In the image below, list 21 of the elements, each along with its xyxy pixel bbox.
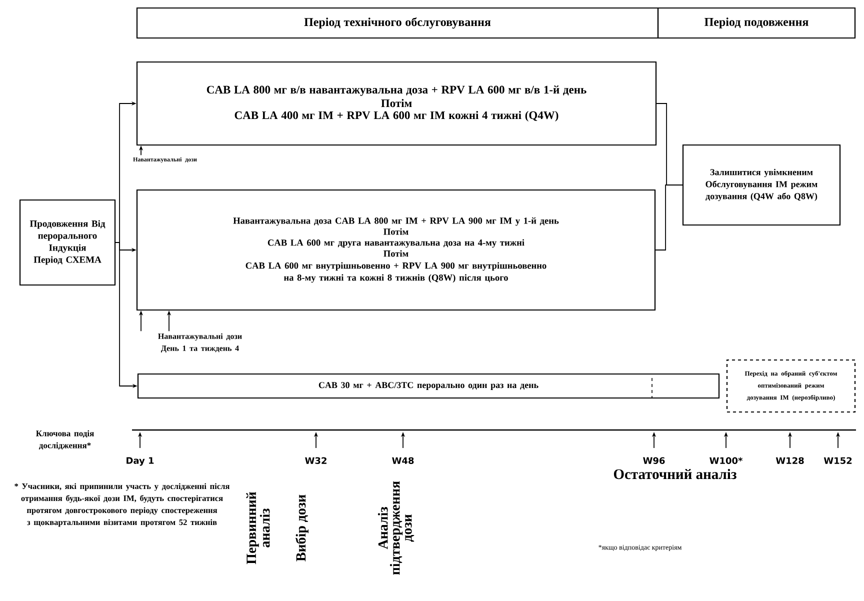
process-box: Продовження Від перорального Індукція Період СХЕМА (19, 199, 116, 286)
note-text: Ключова подія дослідження* (36, 430, 94, 450)
annotation-text: Навантажувальні дози День 1 та тиждень 4 (158, 333, 242, 353)
timepoint-label: W152 (824, 457, 852, 464)
timepoint-label: W96 (643, 457, 665, 464)
milestone-label: Аналіз підтвердження дози (378, 481, 414, 575)
process-box: Навантажувальна доза CAB LA 800 мг IM + RPV LA 900 мг IM у 1-й день Потім CAB LA 600 мг друга навантажувальна доза на 4-му тижні Потім CAB LA 600 мг внутрішньовенно + RPV LA 900 мг внутрішньовенно на 8-му тижні та кожні 8 тижнів (Q8W) після цього (136, 189, 656, 311)
timepoint-label: W48 (392, 457, 414, 464)
process-box: Період подовження (657, 7, 856, 39)
note-text: * Учасники, які припинили участь у дослідженні після отримання будь-якої дози IM, будуть спостерігатися протягом довгострокового періоду спостереження з щоквартальними візитами протягом 52 тижнів (14, 483, 230, 527)
timepoint-label: Day 1 (126, 457, 154, 466)
timepoint-label: W32 (305, 457, 326, 464)
process-box: Період технічного обслуговування (136, 7, 659, 39)
process-box: CAB 30 мг + ABC/3TC перорально один раз на день (137, 373, 720, 399)
process-box: CAB LA 800 мг в/в навантажувальна доза + RPV LA 600 мг в/в 1-й день Потім CAB LA 400 мг IM + RPV LA 600 мг IM кожні 4 тижні (Q4W) (136, 61, 657, 146)
timepoint-label: W128 (776, 457, 804, 464)
milestone-label: Вибір дози (296, 494, 308, 562)
milestone-label: Первинний аналіз (246, 492, 270, 564)
process-box: Залишитися увімкненим Обслуговування IM режим дозування (Q4W або Q8W) (682, 144, 841, 226)
milestone-label: Остаточний аналіз (614, 468, 736, 480)
timepoint-label: W100* (710, 457, 743, 464)
